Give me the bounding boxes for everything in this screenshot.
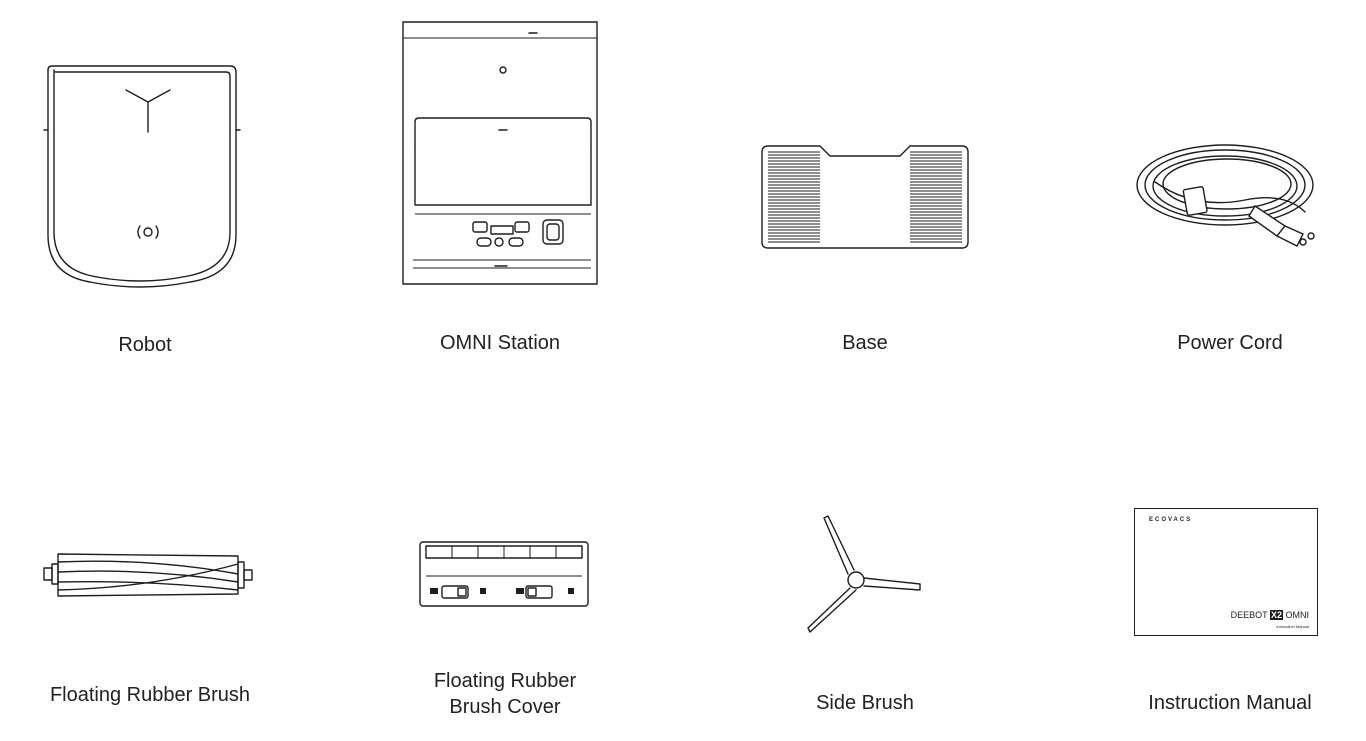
item-label: Side Brush bbox=[816, 692, 914, 714]
power-cord-icon bbox=[1136, 144, 1315, 247]
docking-station-icon bbox=[402, 21, 598, 285]
manual-product-prefix: DEEBOT bbox=[1230, 610, 1268, 620]
item-label: Instruction Manual bbox=[1148, 692, 1312, 714]
item-label-line-2: Brush Cover bbox=[449, 696, 561, 718]
brush-cover-icon bbox=[419, 541, 589, 607]
item-power-cord: Power Cord bbox=[1125, 130, 1335, 354]
item-label-line-1: Floating Rubber bbox=[433, 670, 577, 692]
item-base: Base bbox=[750, 130, 980, 354]
side-brush-icon bbox=[807, 515, 921, 633]
item-label: Floating Rubber Brush bbox=[49, 684, 251, 706]
item-omni-station: OMNI Station bbox=[395, 20, 605, 354]
item-label: Robot bbox=[118, 334, 172, 356]
manual-product-title: DEEBOT X2 OMNI bbox=[1231, 610, 1309, 620]
manual-brand: ECOVACS bbox=[1149, 517, 1193, 523]
manual-product-suffix: OMNI bbox=[1285, 610, 1310, 620]
robot-vacuum-icon bbox=[43, 65, 241, 288]
item-robot: Robot bbox=[40, 60, 250, 356]
item-floating-rubber-brush: Floating Rubber Brush bbox=[30, 540, 270, 710]
station-base-icon bbox=[761, 145, 969, 249]
manual-subtitle: Instruction Manual bbox=[1276, 624, 1309, 629]
manual-product-model: X2 bbox=[1269, 610, 1283, 620]
item-floating-rubber-brush-cover: Floating Rubber Brush Cover bbox=[400, 540, 610, 720]
item-instruction-manual: ECOVACS DEEBOT X2 OMNI Instruction Manua… bbox=[1125, 500, 1335, 714]
item-label: Base bbox=[842, 332, 888, 354]
item-label: OMNI Station bbox=[439, 332, 561, 354]
item-side-brush: Side Brush bbox=[770, 510, 960, 714]
roller-brush-icon bbox=[43, 553, 253, 597]
item-label: Power Cord bbox=[1177, 332, 1283, 354]
manual-booklet-icon: ECOVACS DEEBOT X2 OMNI Instruction Manua… bbox=[1134, 508, 1318, 636]
